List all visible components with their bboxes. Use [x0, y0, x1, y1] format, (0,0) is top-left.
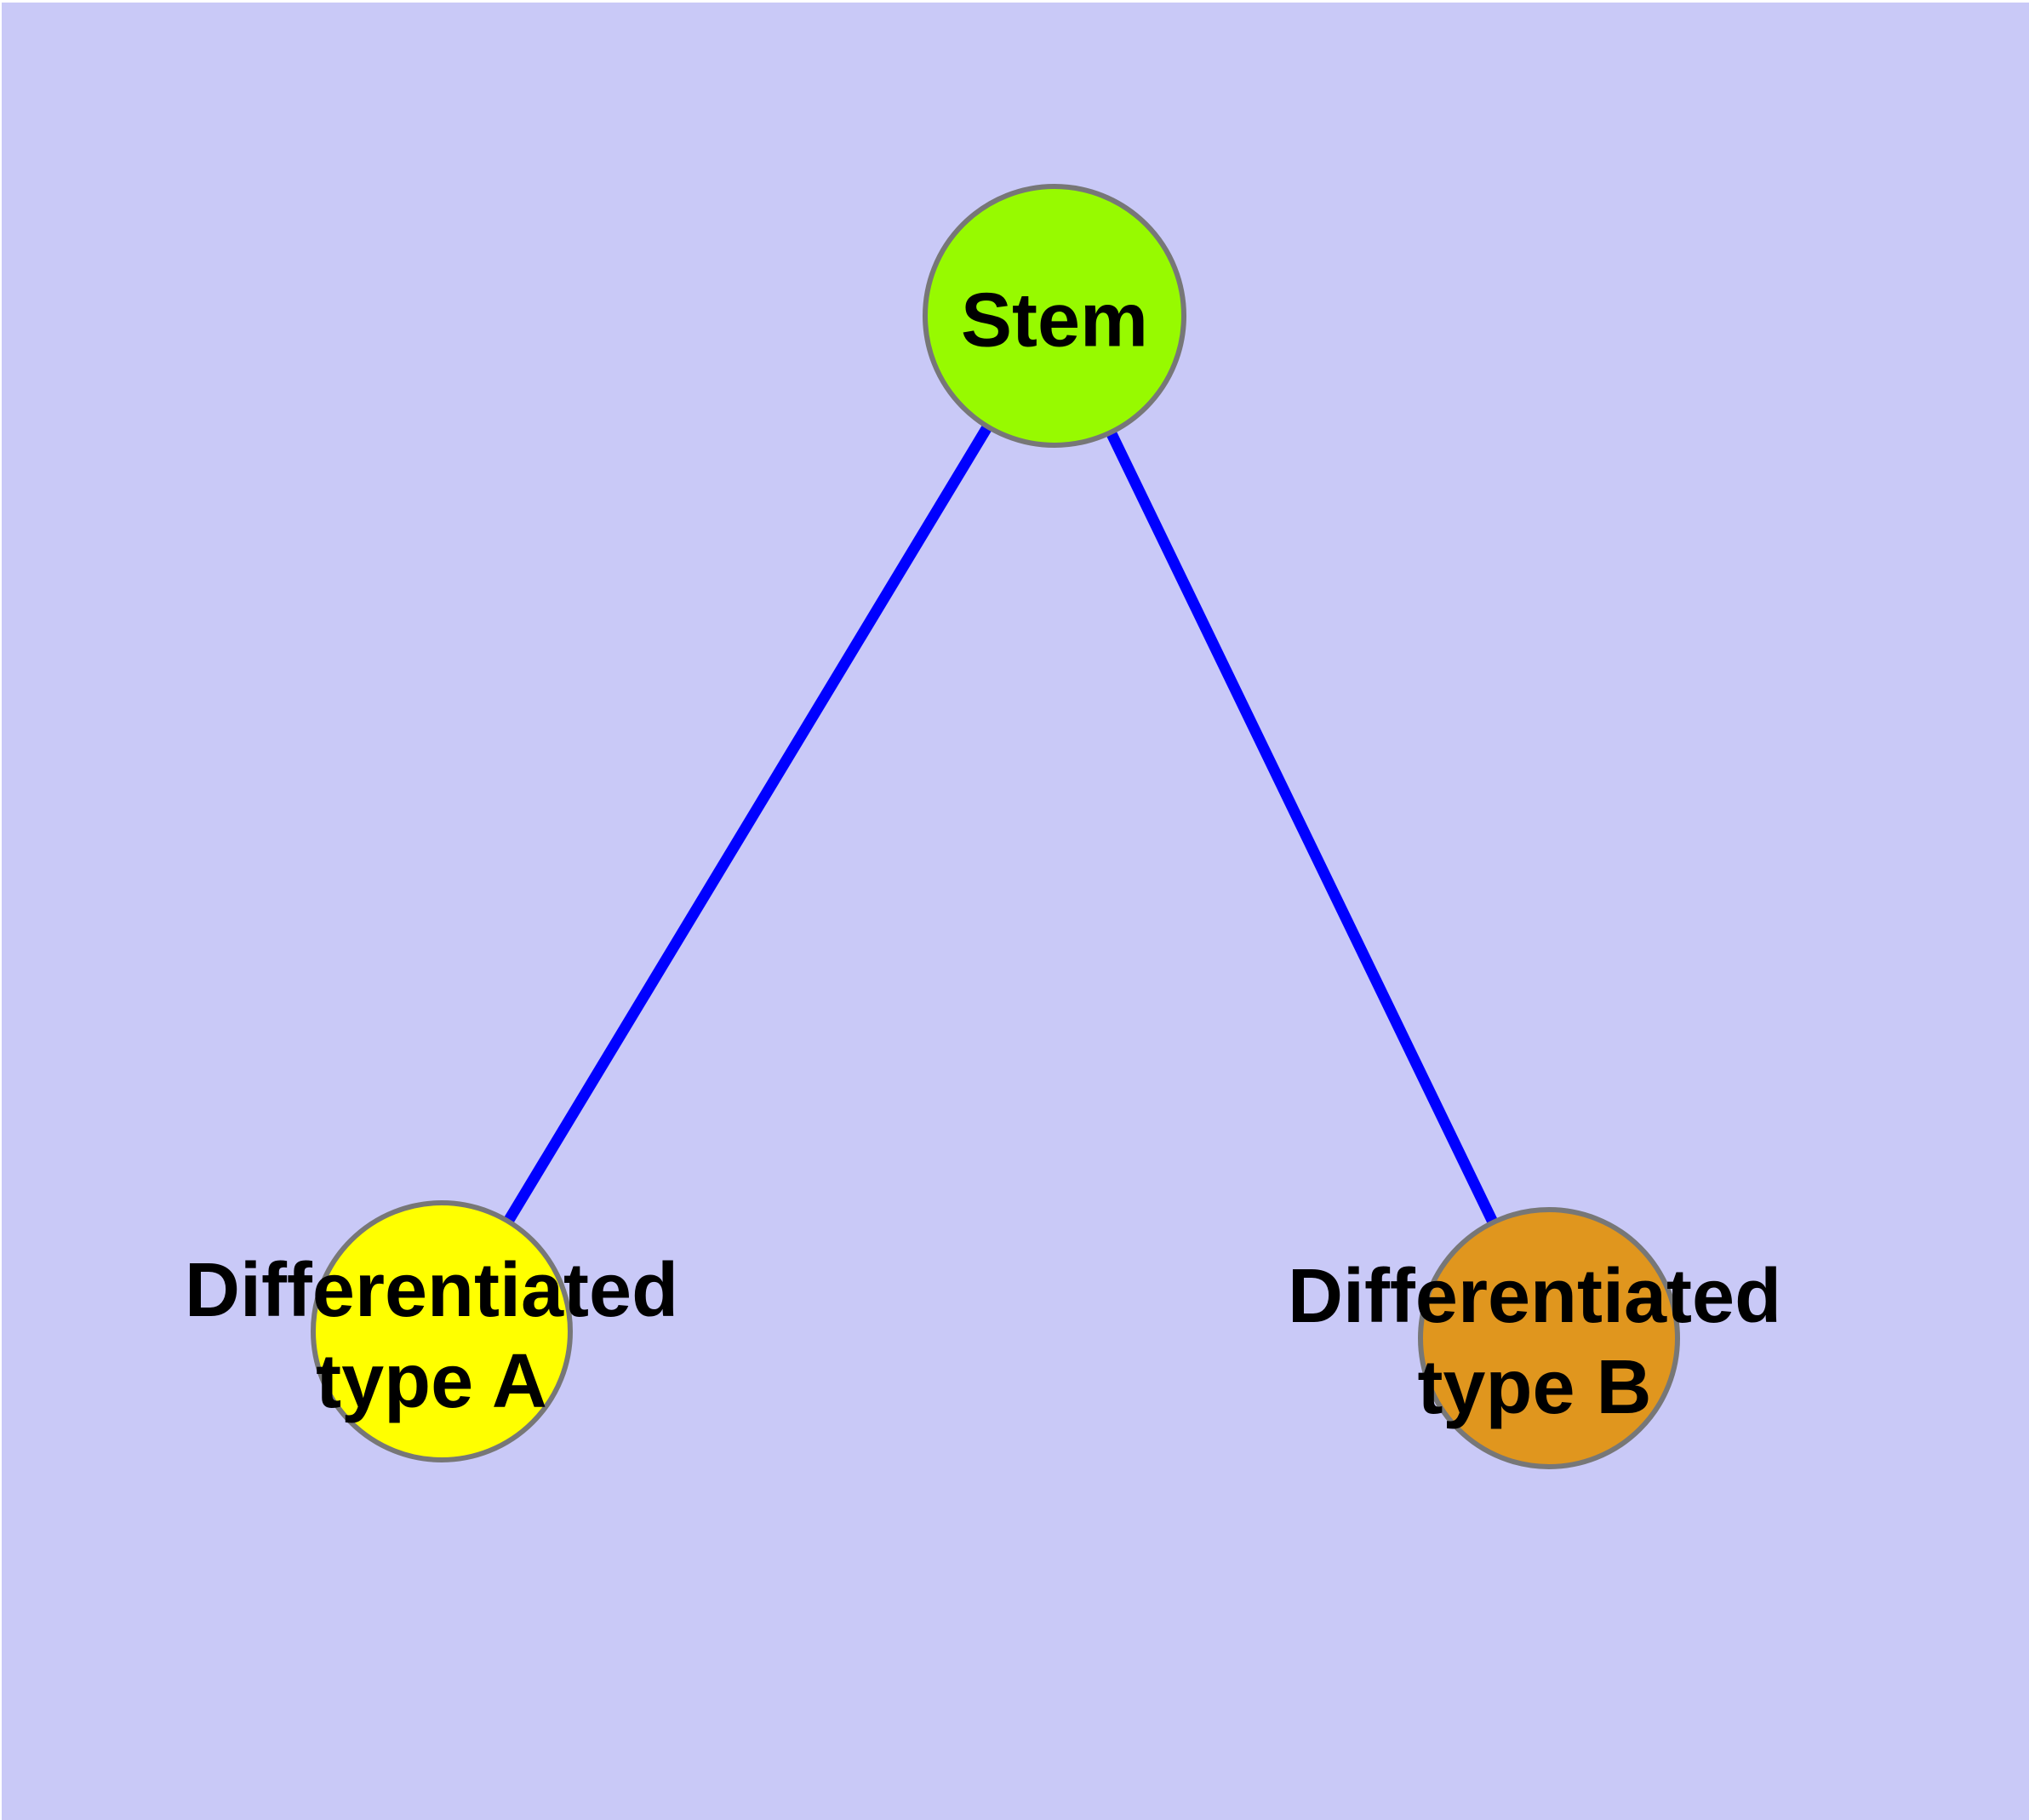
node-stem-circle: [923, 184, 1186, 448]
node-type-a-circle: [311, 1200, 573, 1462]
edge-stem-to-type-b: [1049, 313, 1554, 1341]
node-type-b-circle: [1418, 1207, 1680, 1469]
edge-stem-to-type-a: [437, 312, 1060, 1335]
